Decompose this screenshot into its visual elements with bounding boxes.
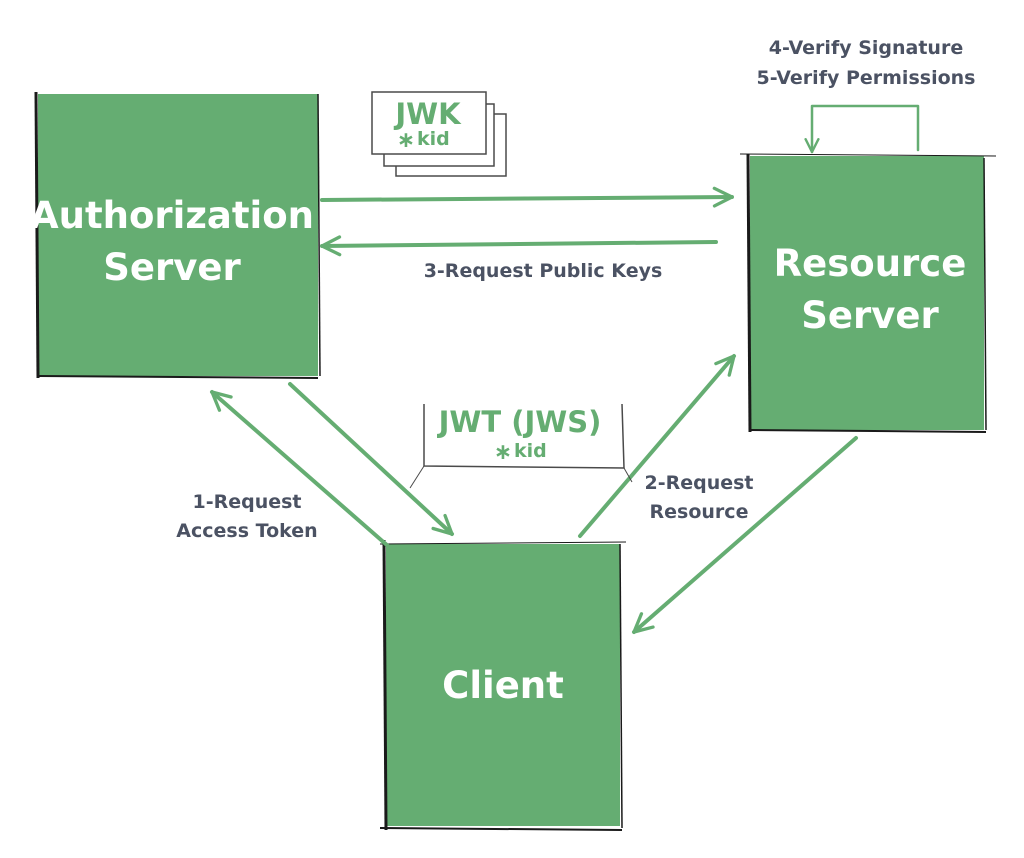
request-access-token-label-line1: 1-Request — [192, 491, 301, 513]
jwk-token-kid: kid — [417, 128, 450, 150]
authorization-server-label-line2: Server — [103, 246, 241, 289]
request-access-token-label-line2: Access Token — [176, 520, 317, 542]
edge-request-access-token — [210, 382, 454, 548]
edge-verify-loop — [804, 104, 920, 154]
jwk-token-title: JWK — [393, 97, 462, 131]
client-label: Client — [442, 664, 564, 707]
edge-request-resource — [578, 354, 858, 634]
verify-signature-label: 4-Verify Signature — [769, 37, 963, 59]
verify-permissions-label: 5-Verify Permissions — [757, 67, 976, 89]
request-resource-label-line2: Resource — [650, 501, 749, 523]
resource-server-label-line1: Resource — [774, 242, 967, 285]
jwk-token-stack: JWK ∗ kid — [371, 91, 507, 177]
client-node: Client — [379, 539, 627, 831]
jwt-token-card: JWT (JWS) ∗ kid — [409, 403, 633, 489]
jwt-kid-asterisk-icon: ∗ — [494, 440, 512, 465]
resource-server-node: Resource Server — [739, 153, 997, 433]
jwt-token-kid: kid — [514, 440, 547, 462]
edge-request-public-keys — [320, 186, 734, 257]
resource-server-label-line2: Server — [801, 294, 939, 337]
request-public-keys-label: 3-Request Public Keys — [424, 260, 663, 282]
jwt-token-title: JWT (JWS) — [437, 405, 602, 439]
authorization-server-node: Authorization Server — [30, 91, 321, 379]
authorization-server-label-line1: Authorization — [30, 194, 314, 237]
request-resource-label-line1: 2-Request — [644, 472, 753, 494]
jwk-kid-asterisk-icon: ∗ — [397, 128, 415, 153]
